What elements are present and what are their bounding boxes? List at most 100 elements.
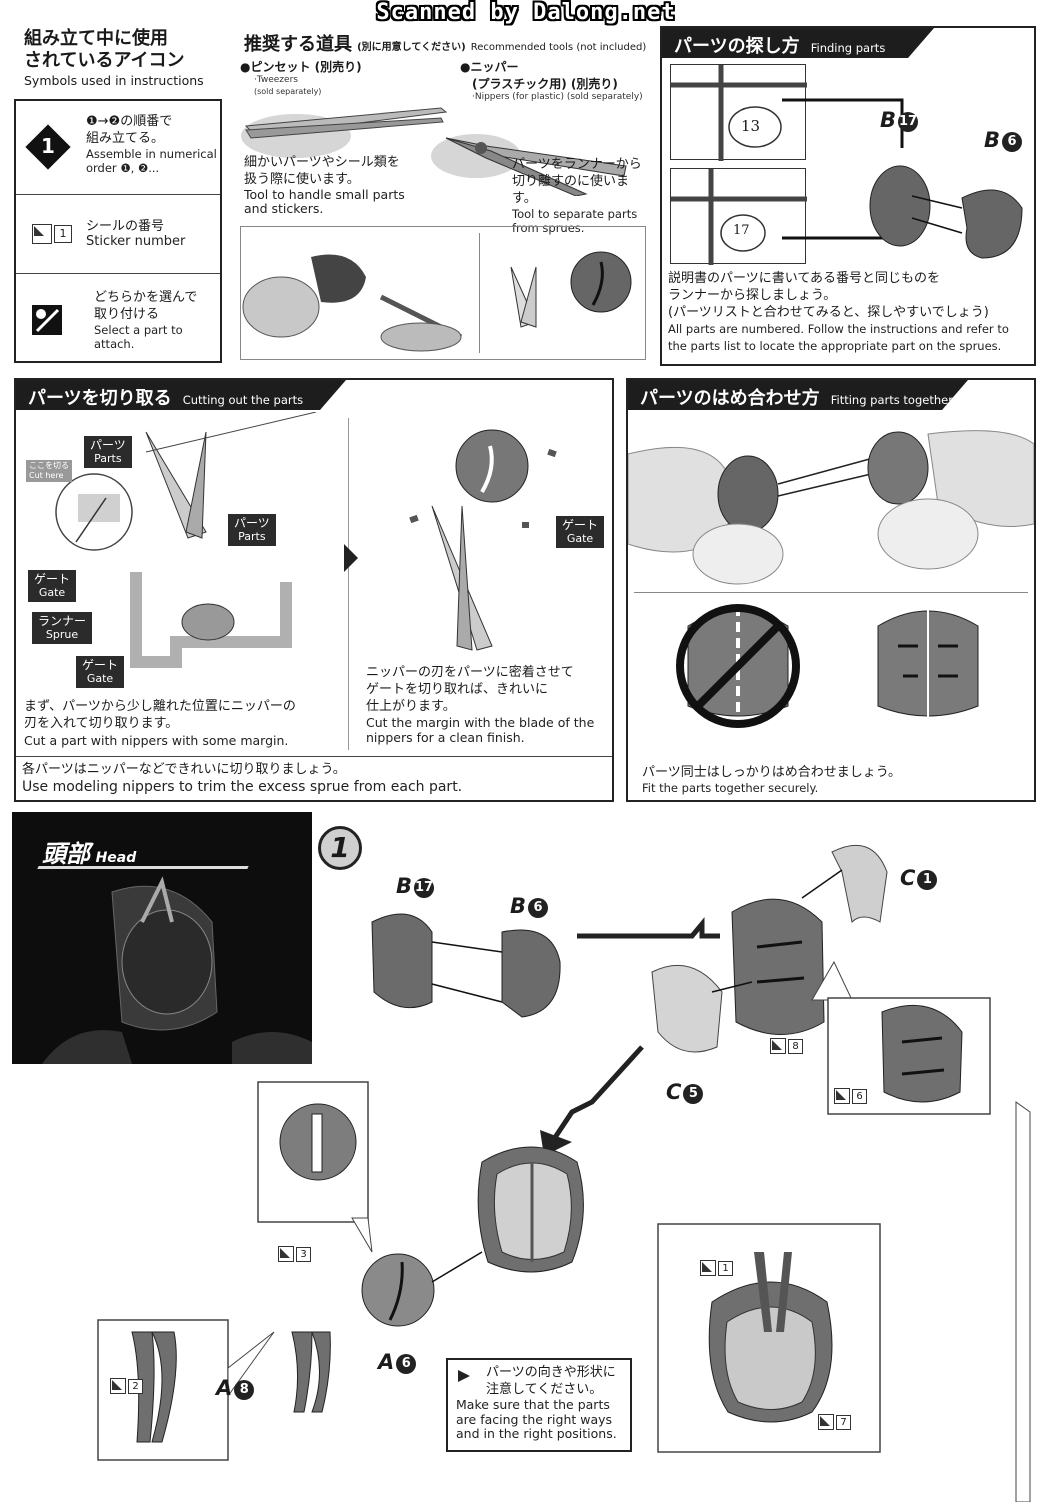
sticker-jp: シールの番号 xyxy=(86,219,165,234)
fitting-title-jp: パーツのはめ合わせ方 xyxy=(640,388,820,409)
step-number: 1 xyxy=(41,134,55,158)
symbols-panel: 組み立て中に使用 されているアイコン Symbols used in instr… xyxy=(14,26,232,366)
parts-label-1: パーツ Parts xyxy=(84,436,132,468)
finding-desc: 説明書のパーツに書いてある番号と同じものを ランナーから探しましょう。 (パーツ… xyxy=(668,270,1009,355)
finding-desc-en-2: the parts list to locate the appropriate… xyxy=(668,339,1002,353)
runner-a-illustration xyxy=(671,65,807,161)
head-sticker-3-num: 3 xyxy=(296,1246,311,1262)
note-en-2: are facing the right ways xyxy=(456,1411,613,1427)
nippers-jp-1: ●ニッパー xyxy=(460,60,519,74)
symbol-row-sticker: 1 シールの番号 Sticker number xyxy=(16,196,220,274)
note-jp-2: 注意してください。 xyxy=(486,1382,603,1397)
step2-en-2: nippers for a clean finish. xyxy=(366,730,525,745)
head-part-a8-num: 8 xyxy=(234,1380,255,1400)
step1-jp-1: まず、パーツから少し離れた位置にニッパーの xyxy=(24,699,296,714)
choose-en: Select a part to attach. xyxy=(94,323,183,351)
nippers-use-jp-2: 切り離すのに使います。 xyxy=(512,174,630,206)
finding-title-jp: パーツの探し方 xyxy=(674,36,800,57)
step2-en-1: Cut the margin with the blade of the xyxy=(366,715,595,730)
cutting-footer-jp: 各パーツはニッパーなどできれいに切り取りましょう。 xyxy=(22,762,346,777)
gate-label-2-en: Gate xyxy=(86,672,114,685)
head-part-c5-num: 5 xyxy=(683,1084,704,1104)
order-jp-2: 組み立てる。 xyxy=(86,131,165,146)
symbols-title: 組み立て中に使用 されているアイコン Symbols used in instr… xyxy=(24,28,204,90)
head-sticker-1: 1 xyxy=(700,1260,733,1276)
tools-panel: 推奨する道具 (別に用意してください) Recommended tools (n… xyxy=(236,26,650,366)
step2-jp-1: ニッパーの刃をパーツに密着させて xyxy=(366,665,574,680)
sprue-label-en: Sprue xyxy=(45,628,79,641)
finding-part-b6-num: 6 xyxy=(1002,132,1023,152)
sticker-en: Sticker number xyxy=(86,234,186,249)
note-en-3: and in the right positions. xyxy=(456,1426,617,1441)
head-sticker-2-num: 2 xyxy=(128,1378,143,1394)
head-part-b17-letter: B xyxy=(396,874,413,898)
tweezers-use-photo xyxy=(241,227,477,359)
head-part-b6-num: 6 xyxy=(528,898,549,918)
order-text: ❶→❷の順番で 組み立てる。 Assemble in numerical ord… xyxy=(86,113,217,175)
sticker-symbol-num: 1 xyxy=(54,225,72,243)
runner-number-b: 17 xyxy=(733,223,750,238)
nippers-usage: パーツをランナーから 切り離すのに使います。 Tool to separate … xyxy=(512,156,650,235)
head-sticker-2: 2 xyxy=(110,1378,143,1394)
note-jp-1: パーツの向きや形状に xyxy=(486,1365,616,1380)
head-part-a8-letter: A xyxy=(216,1376,233,1400)
tweezers-en-1: ·Tweezers xyxy=(254,75,298,85)
tools-title-jp: 推奨する道具 xyxy=(244,34,352,55)
cut-here-en: Cut here xyxy=(29,471,64,480)
finding-title-en: Finding parts xyxy=(810,41,886,55)
nippers-label: ●ニッパー (プラスチック用) (別売り) ·Nippers (for plas… xyxy=(460,58,643,103)
head-sticker-1-num: 1 xyxy=(718,1260,733,1276)
head-part-c5-letter: C xyxy=(666,1080,682,1104)
parts-label-2-jp: パーツ xyxy=(234,516,270,530)
sticker-text: シールの番号 Sticker number xyxy=(86,218,185,249)
step2-jp-2: ゲートを切り取れば、きれいに xyxy=(366,682,549,697)
order-en-2: order ❶, ❷... xyxy=(86,161,160,175)
cut-here-label: ここを切る Cut here xyxy=(26,460,72,482)
parts-label-2-en: Parts xyxy=(238,530,266,543)
gate-label-1-en: Gate xyxy=(38,586,66,599)
cutting-footer: 各パーツはニッパーなどできれいに切り取りましょう。 Use modeling n… xyxy=(16,756,612,800)
head-sticker-8: 8 xyxy=(770,1038,803,1054)
nippers-use-photo xyxy=(510,251,632,328)
symbols-title-en: Symbols used in instructions xyxy=(24,73,204,88)
choose-text: どちらかを選んで 取り付ける Select a part to attach. xyxy=(94,289,220,351)
gate-label-3: ゲート Gate xyxy=(556,516,605,548)
fitting-title-en: Fitting parts together xyxy=(830,393,953,407)
cut-here-jp: ここを切る xyxy=(29,461,69,470)
tools-photo-divider xyxy=(479,233,480,353)
cutting-panel: パーツを切り取る Cutting out the parts ここを切る Cut… xyxy=(14,378,614,802)
head-title-jp: 頭部 xyxy=(42,840,90,868)
nippers-en: ·Nippers (for plastic) (sold separately) xyxy=(472,92,643,102)
finding-desc-jp-3: (パーツリストと合わせてみると、探しやすいでしょう) xyxy=(668,305,989,320)
head-sticker-6-num: 6 xyxy=(852,1088,867,1104)
choose-jp-2: 取り付ける xyxy=(94,307,160,322)
next-arrow-icon xyxy=(344,544,358,572)
scan-watermark: Scanned by Dalong.net xyxy=(376,0,676,25)
fitting-panel: パーツのはめ合わせ方 Fitting parts together パーツ同士は… xyxy=(626,378,1036,802)
tweezers-use-jp-1: 細かいパーツやシール類を xyxy=(244,155,400,170)
step1-jp-2: 刃を入れて切り取ります。 xyxy=(24,716,179,731)
finding-desc-jp-1: 説明書のパーツに書いてある番号と同じものを xyxy=(668,271,940,286)
finding-part-b6-letter: B xyxy=(984,128,1001,152)
finding-desc-jp-2: ランナーから探しましょう。 xyxy=(668,288,837,303)
symbol-row-choose: どちらかを選んで 取り付ける Select a part to attach. xyxy=(16,275,220,361)
finding-desc-en-1: All parts are numbered. Follow the instr… xyxy=(668,322,1009,336)
symbols-title-jp-2: されているアイコン xyxy=(24,50,185,71)
fitting-hands-illustration xyxy=(628,430,1034,585)
step2-jp-3: 仕上がります。 xyxy=(366,699,456,714)
fitting-desc: パーツ同士はしっかりはめ合わせましょう。 Fit the parts toget… xyxy=(642,764,901,795)
gate-label-1-jp: ゲート xyxy=(34,572,71,586)
cutting-divider xyxy=(348,418,349,750)
tweezers-usage: 細かいパーツやシール類を 扱う際に使います。 Tool to handle sm… xyxy=(244,154,405,216)
runner-b-illustration xyxy=(671,169,807,265)
note-en-1: Make sure that the parts xyxy=(456,1397,610,1412)
symbols-title-jp-1: 組み立て中に使用 xyxy=(24,28,168,49)
